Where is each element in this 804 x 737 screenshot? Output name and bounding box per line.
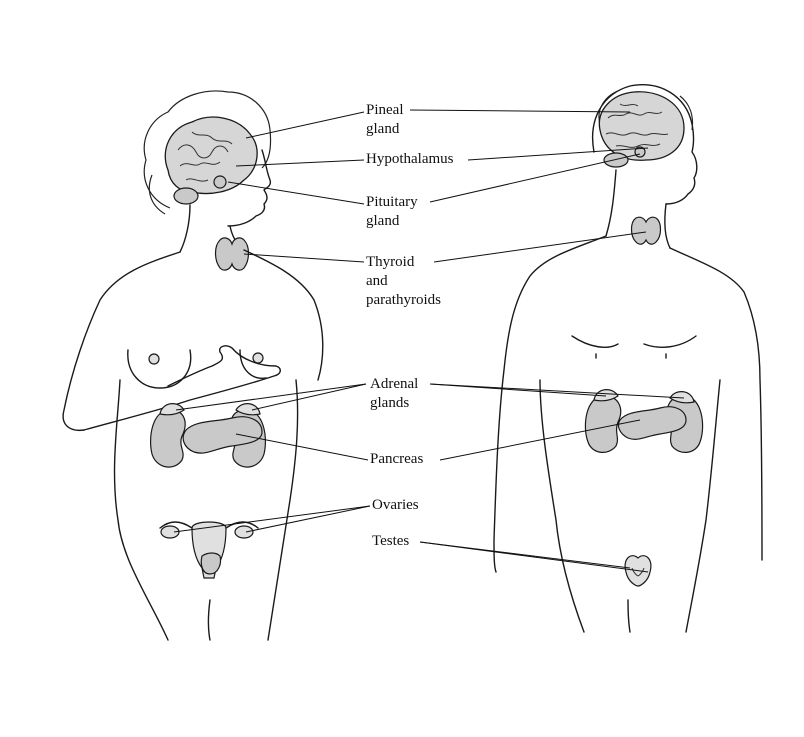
female-torso: [62, 249, 324, 641]
label-pancreas-line1: Pancreas: [370, 451, 424, 467]
label-hypothalamus-line1: Hypothalamus: [366, 151, 454, 167]
label-pineal-gland: Pineal gland: [366, 101, 404, 139]
label-testes: Testes: [372, 532, 409, 551]
label-thyroid-line3: parathyroids: [366, 292, 441, 308]
label-testes-line1: Testes: [372, 533, 410, 549]
female-pancreas: [182, 416, 263, 454]
label-pineal-line1: Pineal: [366, 102, 404, 118]
label-pituitary-gland: Pituitary gland: [366, 193, 418, 231]
label-pancreas: Pancreas: [370, 450, 423, 469]
leader-lines: [173, 109, 685, 573]
female-hair: [143, 90, 272, 209]
female-ovary-left: [160, 525, 180, 539]
male-head: [592, 84, 698, 205]
label-adrenal-line1: Adrenal: [370, 376, 419, 392]
label-thyroid-line2: and: [366, 273, 388, 289]
female-face: [227, 149, 272, 227]
label-adrenal-glands: Adrenal glands: [370, 375, 418, 413]
male-kidney-left: [584, 395, 622, 453]
label-pituitary-line1: Pituitary: [366, 194, 418, 210]
male-thyroid: [630, 216, 662, 245]
female-brain: [164, 116, 258, 195]
female-figure: [62, 90, 324, 641]
label-adrenal-line2: glands: [370, 395, 410, 411]
female-pituitary: [213, 175, 227, 189]
male-figure: [493, 84, 763, 633]
label-ovaries: Ovaries: [372, 496, 419, 515]
label-pituitary-line2: gland: [366, 213, 400, 229]
female-uterus-lower: [200, 552, 222, 575]
female-ovary-right: [234, 525, 254, 539]
male-pancreas: [617, 406, 687, 440]
male-cerebellum: [603, 152, 629, 168]
label-ovaries-line1: Ovaries: [372, 497, 419, 513]
label-thyroid-line1: Thyroid: [366, 254, 415, 270]
female-kidney-left: [149, 409, 186, 468]
female-thyroid: [214, 237, 250, 271]
label-hypothalamus: Hypothalamus: [366, 150, 454, 169]
label-pineal-line2: gland: [366, 121, 400, 137]
male-torso: [493, 235, 763, 633]
label-thyroid: Thyroid and parathyroids: [366, 253, 441, 310]
female-cerebellum: [173, 187, 199, 205]
